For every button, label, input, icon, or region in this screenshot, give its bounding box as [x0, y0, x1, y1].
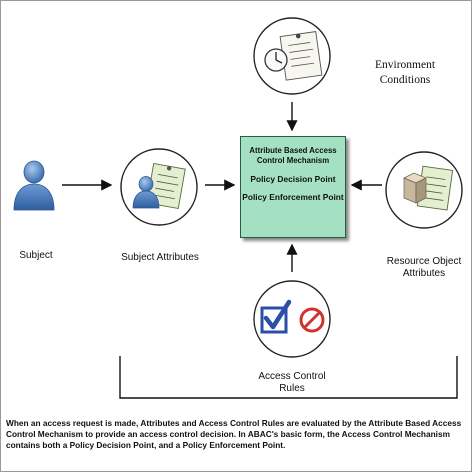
abac-mechanism-box: Attribute Based Access Control Mechanism… — [240, 136, 346, 238]
subject-attributes-label: Subject Attributes — [121, 252, 199, 263]
rules-circle — [253, 280, 331, 358]
rules-check-prohibit-icon — [260, 299, 325, 334]
mechanism-title: Attribute Based Access Control Mechanism — [249, 146, 337, 165]
environment-note-clock-icon — [264, 31, 323, 81]
policy-decision-point-label: Policy Decision Point — [250, 174, 336, 184]
subject-person-icon — [13, 160, 55, 211]
policy-enforcement-point-label: Policy Enforcement Point — [242, 192, 344, 202]
figure-caption: When an access request is made, Attribut… — [6, 418, 462, 450]
environment-conditions-label: Environment Conditions — [374, 59, 436, 86]
bottom-bracket-line — [119, 356, 458, 399]
access-control-rules-label: Access Control Rules — [258, 371, 326, 394]
resource-box-note-icon — [403, 165, 454, 211]
subject-attributes-person-note-icon — [132, 163, 186, 209]
subject-label: Subject — [19, 250, 53, 261]
resource-object-attributes-label: Resource Object Attributes — [386, 256, 462, 279]
